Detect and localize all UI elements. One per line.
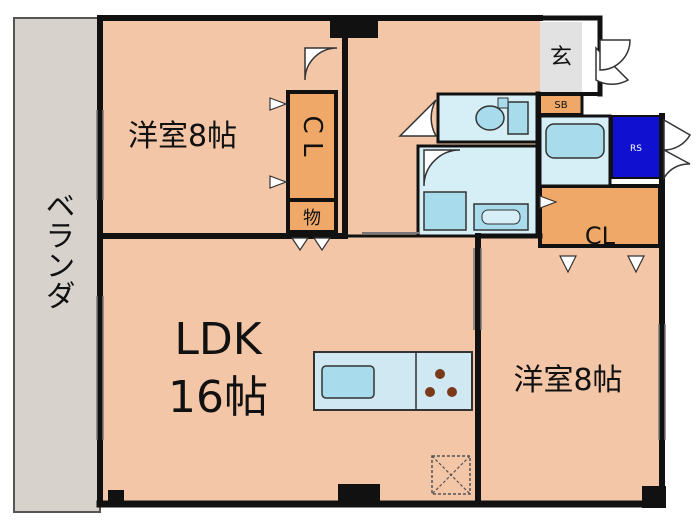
storage-label: 物 xyxy=(303,208,321,229)
veranda-area xyxy=(13,17,101,513)
toilet-sink xyxy=(497,97,509,109)
ldk-label: LDK xyxy=(174,314,262,365)
kitchen-sink xyxy=(321,365,375,399)
column xyxy=(338,484,380,506)
column xyxy=(330,18,378,38)
veranda-label: ベランダ xyxy=(40,190,75,310)
walls xyxy=(96,15,666,508)
western-room-1-label: 洋室8帖 xyxy=(128,119,237,154)
closet-2-label: CL xyxy=(585,222,616,250)
toilet-bowl xyxy=(475,105,505,131)
western-room-2-label: 洋室8帖 xyxy=(513,363,622,398)
wash-basin-bowl xyxy=(481,209,521,225)
stove-burner-1 xyxy=(435,369,445,379)
entrance-floor xyxy=(540,22,582,94)
doors xyxy=(304,39,692,187)
column xyxy=(642,486,666,508)
closet-door-markers xyxy=(269,97,645,274)
ldk-size-label: 16帖 xyxy=(168,372,268,423)
toilet-tank xyxy=(507,101,529,135)
column xyxy=(108,490,124,506)
closet-1-label: C L xyxy=(297,116,327,157)
storage-closet xyxy=(286,198,338,234)
windows xyxy=(96,110,666,440)
shoe-box-label: SB xyxy=(554,100,567,111)
washing-machine xyxy=(423,191,467,231)
stove-burner-2 xyxy=(425,387,435,397)
closet-1 xyxy=(286,90,338,202)
refrigerator-space-label: RS xyxy=(630,144,642,154)
bathtub xyxy=(545,123,605,159)
stove-burner-3 xyxy=(447,387,457,397)
entrance-label: 玄 xyxy=(550,45,572,70)
ceiling-hatch xyxy=(431,455,471,495)
western-room-2-floor xyxy=(478,236,662,504)
